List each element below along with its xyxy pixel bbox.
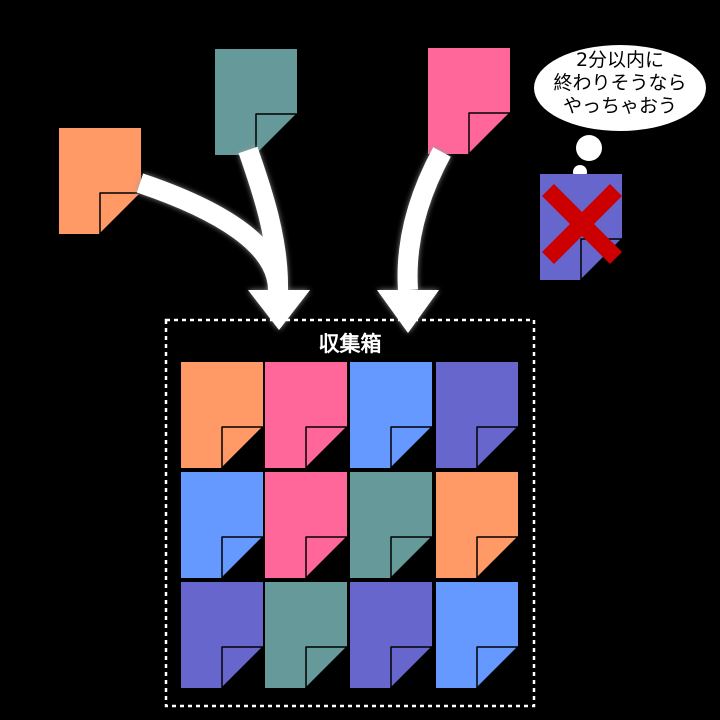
flow-arrows bbox=[136, 146, 451, 333]
box-note-r2c4 bbox=[436, 472, 519, 579]
incoming-note-orange bbox=[59, 128, 142, 235]
thought-bubble-line-3: やっちゃおう bbox=[563, 95, 677, 117]
box-note-r2c3 bbox=[350, 472, 433, 579]
arrow-from-teal-note bbox=[238, 146, 310, 330]
box-note-r3c1 bbox=[181, 582, 264, 689]
incoming-note-teal bbox=[215, 49, 298, 156]
box-note-r2c1 bbox=[181, 472, 264, 579]
rejected-note bbox=[540, 174, 623, 281]
thought-bubble: 2分以内に 終わりそうなら やっちゃおう bbox=[534, 45, 706, 179]
collection-box: 収集箱 bbox=[164, 318, 536, 708]
collection-box-label: 収集箱 bbox=[319, 332, 382, 356]
box-note-r3c4 bbox=[436, 582, 519, 689]
thought-bubble-dot-large bbox=[576, 135, 602, 161]
box-note-r3c3 bbox=[350, 582, 433, 689]
collection-box-border bbox=[164, 318, 536, 708]
box-note-r1c1 bbox=[181, 362, 264, 469]
thought-bubble-line-1: 2分以内に bbox=[576, 49, 664, 71]
box-note-r1c2 bbox=[265, 362, 348, 469]
box-note-r1c4 bbox=[436, 362, 519, 469]
box-note-r3c2 bbox=[265, 582, 348, 689]
incoming-note-pink bbox=[428, 48, 511, 155]
collection-box-grid bbox=[181, 362, 519, 689]
x-mark-icon bbox=[541, 183, 623, 265]
arrow-from-pink-note bbox=[377, 147, 451, 333]
thought-bubble-line-2: 終わりそうなら bbox=[553, 72, 686, 94]
box-note-r2c2 bbox=[265, 472, 348, 579]
incoming-notes bbox=[59, 48, 511, 235]
box-note-r1c3 bbox=[350, 362, 433, 469]
thought-bubble-cloud bbox=[534, 45, 706, 131]
